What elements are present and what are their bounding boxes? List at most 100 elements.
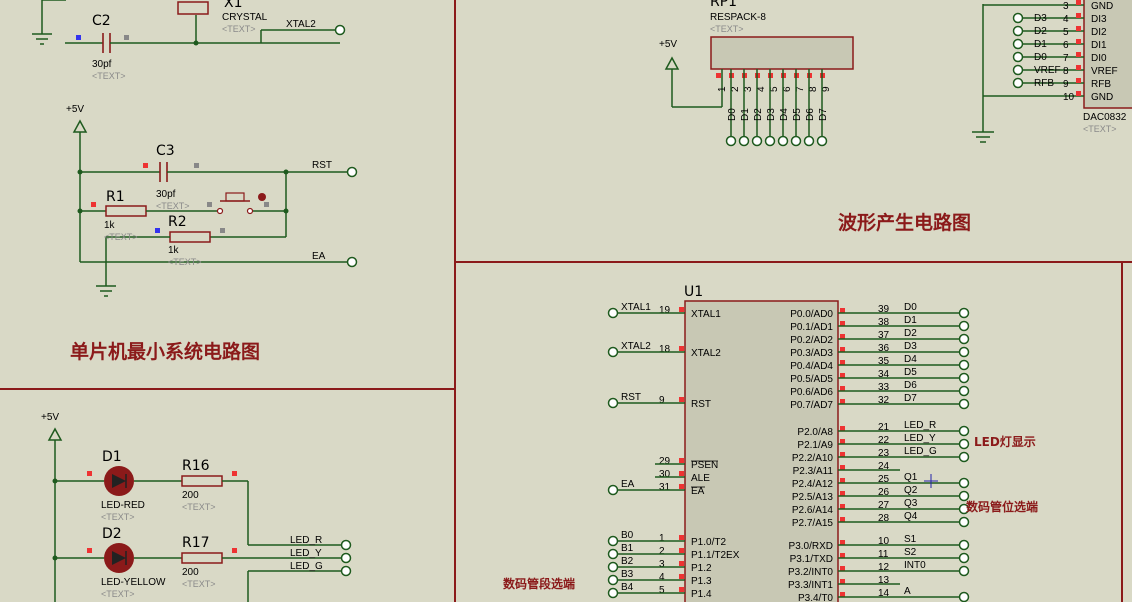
r17-value: 200 [182,567,199,578]
mcu-terminal[interactable] [958,539,970,551]
dac-terminal[interactable] [1012,51,1024,63]
segment-select-label: 数码管段选端 [503,576,575,591]
respack-ref: RP1 [710,0,737,10]
respack-terminal[interactable] [816,135,828,147]
respack-terminal[interactable] [738,135,750,147]
mcu-terminal[interactable] [958,477,970,489]
dac-net-label: VREF [1034,65,1061,76]
mcu-pin-number: 12 [878,562,890,573]
dac-pin-marker [1076,26,1081,31]
mcu-pin-marker [679,548,684,553]
mcu-pin-number: 33 [878,382,890,393]
mcu-net-label: XTAL2 [621,341,651,352]
mcu-pin-name: P2.7/A15 [792,518,834,529]
mcu-terminal[interactable] [607,548,619,560]
dac-terminal[interactable] [1012,77,1024,89]
mcu-pin-name: P1.0/T2 [691,537,726,548]
r16-ref: R16 [182,458,210,474]
dac-terminal[interactable] [1012,25,1024,37]
mcu-terminal[interactable] [958,552,970,564]
mcu-pin-name: P0.2/AD2 [790,335,833,346]
respack-terminal[interactable] [790,135,802,147]
mcu-pin-name: P1.1/T2EX [691,550,740,561]
dac-pin-name: DI3 [1091,14,1107,25]
mcu-pin-number: 38 [878,317,890,328]
led-g-net: LED_G [290,561,323,572]
c3-ref: C3 [156,143,175,159]
mcu-terminal[interactable] [958,359,970,371]
mcu-terminal[interactable] [958,346,970,358]
mcu-pin-marker [679,574,684,579]
dac-pin-marker [1076,65,1081,70]
mcu-terminal[interactable] [958,438,970,450]
respack-pin-number: 5 [769,86,780,92]
dac-terminal[interactable] [1012,38,1024,50]
mcu-terminal[interactable] [958,565,970,577]
dac-pin-marker [1076,0,1081,5]
mcu-pin-number: 24 [878,461,890,472]
respack-net-label: D0 [727,108,738,121]
mcu-terminal[interactable] [958,503,970,515]
dac-pin-marker [1076,13,1081,18]
mcu-terminal[interactable] [607,484,619,496]
mcu-pin-name: P0.0/AD0 [790,309,833,320]
mcu-terminal[interactable] [607,561,619,573]
respack-net-label: D1 [740,108,751,121]
dac-pin-number: 9 [1063,79,1069,90]
mcu-terminal[interactable] [607,535,619,547]
mcu-terminal[interactable] [958,398,970,410]
dac-terminal[interactable] [1012,64,1024,76]
mcu-net-label: B1 [621,543,634,554]
mcu-net-label: Q1 [904,472,918,483]
mcu-terminal[interactable] [958,372,970,384]
dac-terminal[interactable] [1012,12,1024,24]
respack-terminal[interactable] [803,135,815,147]
mcu-terminal[interactable] [958,333,970,345]
mcu-pin-name: P2.1/A9 [797,440,833,451]
respack-terminal[interactable] [777,135,789,147]
mcu-pin-marker [679,346,684,351]
mcu-terminal[interactable] [958,307,970,319]
mcu-pin-name: P1.4 [691,589,712,600]
mcu-net-label: D4 [904,354,917,365]
mcu-pin-name: P0.3/AD3 [790,348,833,359]
mcu-pin-name: P1.3 [691,576,712,587]
mcu-pin-number: 11 [878,549,889,560]
respack-terminal[interactable] [725,135,737,147]
crystal-section: C2 30pf <TEXT> X1 CRYSTAL <TEXT> XTAL2 [32,0,346,81]
respack-terminal[interactable] [764,135,776,147]
mcu-terminal[interactable] [607,307,619,319]
respack-terminal[interactable] [751,135,763,147]
c3-text: <TEXT> [156,201,190,211]
dac-pin-name: DI1 [1091,40,1107,51]
mcu-terminal[interactable] [958,320,970,332]
dac-pin-name: DI2 [1091,27,1107,38]
mcu-terminal[interactable] [607,346,619,358]
mcu-net-label: B3 [621,569,634,580]
mcu-pin-marker [840,504,845,509]
mcu-terminal[interactable] [607,574,619,586]
crystal-net: XTAL2 [286,19,316,30]
r2-text: <TEXT> [168,257,202,267]
mcu-pin-name: P2.4/A12 [792,479,834,490]
r1-ref: R1 [106,189,125,205]
crystal-type: CRYSTAL [222,12,268,23]
mcu-terminal[interactable] [958,516,970,528]
dac-pin-number: 6 [1063,40,1069,51]
respack-pin-number: 1 [717,86,728,92]
mcu-terminal[interactable] [958,490,970,502]
mcu-terminal[interactable] [958,591,970,602]
mcu-pin-marker [840,321,845,326]
mcu-terminal[interactable] [607,587,619,599]
mcu-pin-marker [840,308,845,313]
mcu-terminal[interactable] [958,451,970,463]
mcu-terminal[interactable] [958,385,970,397]
mcu-terminal[interactable] [607,397,619,409]
mcu-pin-name: P2.0/A8 [797,427,833,438]
mcu-pin-marker [679,484,684,489]
mcu-pin-marker [840,347,845,352]
mcu-pin-marker [840,439,845,444]
r1-text: <TEXT> [104,232,138,242]
mcu-terminal[interactable] [958,425,970,437]
